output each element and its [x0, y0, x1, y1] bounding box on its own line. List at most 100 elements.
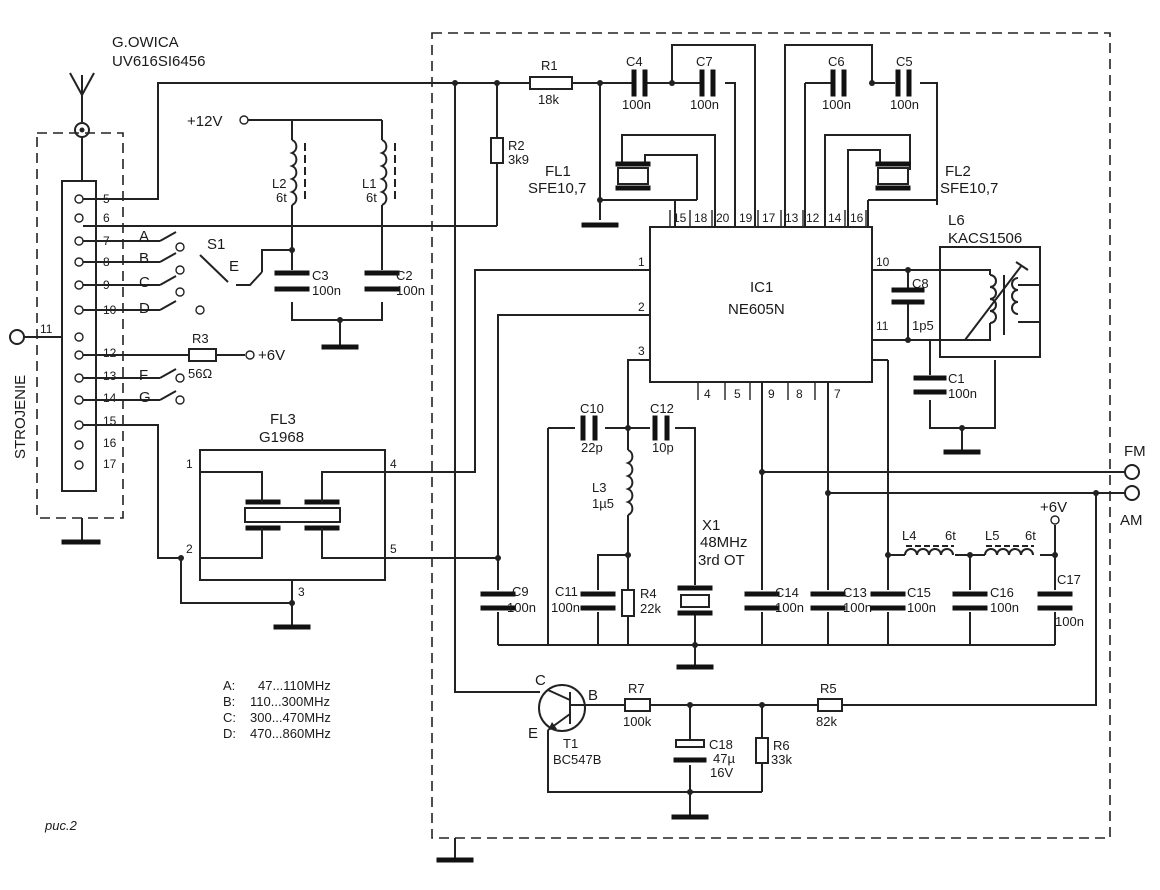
svg-text:BC547B: BC547B — [553, 752, 601, 767]
svg-text:SFE10,7: SFE10,7 — [940, 180, 998, 197]
svg-text:13: 13 — [785, 211, 799, 225]
strojenie-label: STROJENIE — [12, 375, 29, 459]
capacitor-c4: C4 100n — [622, 54, 651, 112]
svg-text:48MHz: 48MHz — [700, 534, 748, 551]
ic1: IC1 NE605N 15 18 20 19 17 13 12 14 16 1 … — [638, 210, 890, 401]
svg-text:FL1: FL1 — [545, 163, 571, 180]
capacitor-c16: C16 100n — [952, 585, 1019, 615]
svg-text:18: 18 — [694, 211, 708, 225]
resistor-r2: R2 3k9 — [490, 137, 529, 167]
svg-text:C:: C: — [223, 710, 236, 725]
capacitor-c13: C13 100n — [810, 585, 872, 615]
inductor-l5: L5 6t — [984, 528, 1036, 556]
wiring — [83, 44, 1125, 863]
supply-6v-terminal-icon — [1050, 515, 1060, 525]
svg-text:C15: C15 — [907, 585, 931, 600]
svg-text:C5: C5 — [896, 54, 913, 69]
svg-text:1: 1 — [186, 457, 193, 471]
svg-text:470...860MHz: 470...860MHz — [250, 726, 331, 741]
svg-text:3: 3 — [638, 344, 645, 358]
svg-text:R4: R4 — [640, 586, 657, 601]
capacitor-c3: C3 100n — [274, 268, 341, 298]
filter-fl2: FL2 SFE10,7 — [875, 161, 998, 197]
svg-text:C6: C6 — [828, 54, 845, 69]
inductor-l1: L1 6t — [362, 139, 396, 206]
svg-text:R5: R5 — [820, 681, 837, 696]
resistor-r1: R1 18k — [529, 58, 573, 107]
svg-text:E: E — [528, 725, 538, 742]
svg-text:47µ: 47µ — [713, 751, 735, 766]
tuner-pins: 5 6 7 8 9 10 11 12 13 14 15 16 17 — [40, 192, 117, 471]
tuner-pin-label: 16 — [103, 436, 117, 450]
transistor-t1: C B E T1 BC547B — [528, 672, 601, 767]
svg-text:1µ5: 1µ5 — [592, 496, 614, 511]
svg-text:14: 14 — [828, 211, 842, 225]
svg-text:C11: C11 — [555, 584, 578, 599]
svg-text:100n: 100n — [890, 97, 919, 112]
svg-text:22k: 22k — [640, 601, 661, 616]
filter-fl1: FL1 SFE10,7 — [528, 161, 651, 197]
svg-text:B: B — [588, 687, 598, 704]
svg-text:100n: 100n — [312, 283, 341, 298]
svg-text:G1968: G1968 — [259, 429, 304, 446]
svg-text:L4: L4 — [902, 528, 916, 543]
tuner-module-boundary — [36, 132, 124, 519]
svg-text:18k: 18k — [538, 92, 559, 107]
capacitor-c7: C7 100n — [690, 54, 719, 112]
capacitor-c17: C17 100n — [1037, 572, 1084, 629]
fm-terminal-icon — [1124, 464, 1140, 480]
svg-text:100n: 100n — [775, 600, 804, 615]
svg-text:110...300MHz: 110...300MHz — [250, 694, 330, 709]
svg-text:22p: 22p — [581, 440, 603, 455]
svg-text:R2: R2 — [508, 138, 525, 153]
band-table: A: 47...110MHz B: 110...300MHz C: 300...… — [223, 678, 331, 741]
svg-text:17: 17 — [762, 211, 776, 225]
switch-label: S1 — [207, 236, 225, 253]
svg-text:C13: C13 — [843, 585, 867, 600]
capacitor-c12: C12 10p — [650, 401, 674, 455]
am-output-label: AM — [1120, 512, 1143, 529]
switch-position-c: C — [139, 274, 150, 291]
switch-position-a: A — [139, 228, 149, 245]
svg-text:10: 10 — [876, 255, 890, 269]
svg-text:B:: B: — [223, 694, 235, 709]
svg-text:R6: R6 — [773, 738, 790, 753]
svg-text:C9: C9 — [512, 584, 529, 599]
svg-text:8: 8 — [796, 387, 803, 401]
svg-text:T1: T1 — [563, 736, 578, 751]
svg-text:C1: C1 — [948, 371, 965, 386]
capacitor-c8: C8 1p5 — [891, 276, 934, 333]
svg-text:3: 3 — [298, 585, 305, 599]
svg-text:L5: L5 — [985, 528, 999, 543]
supply-12v-label: +12V — [187, 113, 222, 130]
resistor-r7: R7 100k — [623, 681, 652, 729]
svg-text:3rd OT: 3rd OT — [698, 552, 745, 569]
tuner-pin-label: 6 — [103, 211, 110, 225]
svg-text:X1: X1 — [702, 517, 720, 534]
svg-text:100n: 100n — [907, 600, 936, 615]
switch-s1: S1 A B C D E F G — [83, 228, 263, 406]
svg-text:3k9: 3k9 — [508, 152, 529, 167]
svg-text:C14: C14 — [775, 585, 799, 600]
output-terminals: FM AM — [1120, 443, 1146, 529]
svg-text:C17: C17 — [1057, 572, 1081, 587]
svg-text:SFE10,7: SFE10,7 — [528, 180, 586, 197]
l1-value: 6t — [366, 190, 377, 205]
resistor-r5: R5 82k — [816, 681, 843, 729]
capacitor-c9: C9 100n — [480, 584, 536, 615]
switch-position-g: G — [139, 389, 151, 406]
supply-6v-label: +6V — [258, 347, 285, 364]
svg-text:C18: C18 — [709, 737, 733, 752]
tuner-model: UV616SI6456 — [112, 53, 205, 70]
strojenie-terminal-icon — [9, 329, 25, 345]
svg-text:100n: 100n — [622, 97, 651, 112]
svg-text:KACS1506: KACS1506 — [948, 230, 1022, 247]
coil-l6: L6 KACS1506 — [939, 212, 1041, 358]
svg-text:C: C — [535, 672, 546, 689]
svg-text:100k: 100k — [623, 714, 652, 729]
junction-dots — [178, 80, 1099, 795]
resistor-r3: R3 56Ω — [188, 331, 217, 381]
svg-text:FL2: FL2 — [945, 163, 971, 180]
supply-6v-label-b: +6V — [1040, 499, 1067, 516]
svg-text:100n: 100n — [948, 386, 977, 401]
